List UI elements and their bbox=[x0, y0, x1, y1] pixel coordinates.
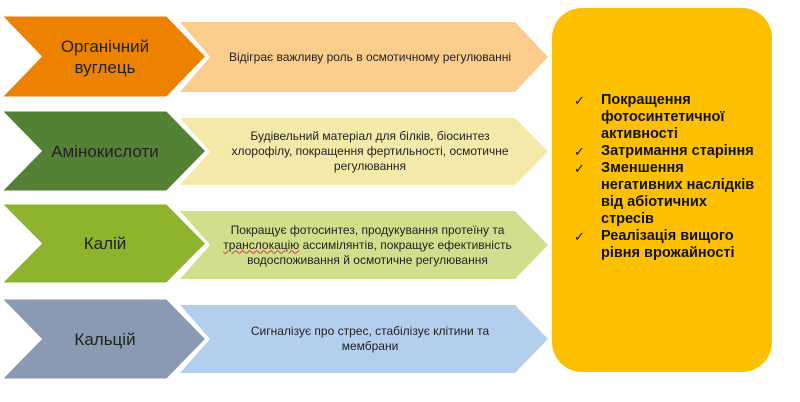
check-icon: ✓ bbox=[574, 229, 585, 244]
result-item-text: Зменшення негативних наслідків від абіот… bbox=[601, 160, 755, 227]
description-chevron-calcium bbox=[180, 305, 548, 373]
description-potassium: Покращує фотосинтез, продукування протеї… bbox=[215, 211, 520, 279]
check-icon: ✓ bbox=[574, 93, 585, 108]
result-item: ✓ Покращення фотосинтетичної активності bbox=[574, 92, 762, 143]
description-calcium: Сигналізує про стрес, стабілізує клітини… bbox=[250, 324, 490, 353]
result-item: ✓ Затримання старіння bbox=[574, 143, 762, 160]
result-item: ✓ Зменшення негативних наслідків від абіо… bbox=[574, 160, 762, 228]
result-item-text: Покращення фотосинтетичної активності bbox=[601, 92, 725, 142]
source-chevron-organic-carbon bbox=[0, 13, 210, 100]
result-item-text: Затримання старіння bbox=[601, 143, 754, 159]
description-chevron-potassium bbox=[180, 211, 548, 279]
result-box: ✓ Покращення фотосинтетичної активності ✓… bbox=[552, 8, 772, 372]
result-item-text: Реалізація вищого рівня врожайності bbox=[601, 228, 735, 261]
source-chevron-calcium bbox=[0, 296, 210, 382]
source-label-amino-acids: Амінокислоти bbox=[51, 141, 159, 161]
source-chevron-amino-acids bbox=[0, 108, 210, 194]
source-chevron-potassium bbox=[0, 201, 210, 286]
result-item: ✓ Реалізація вищого рівня врожайності bbox=[574, 228, 762, 262]
description-chevron-amino-acids bbox=[180, 118, 548, 185]
misspelled-word: транслокацію bbox=[223, 237, 300, 252]
description-part: ассимілянтів, покращує ефективність водо… bbox=[247, 237, 512, 267]
check-icon: ✓ bbox=[574, 144, 585, 159]
description-chevron-organic-carbon bbox=[180, 22, 548, 92]
source-label-potassium: Калій bbox=[83, 234, 127, 253]
description-part: Покращує фотосинтез, продукування протеї… bbox=[230, 222, 505, 237]
description-organic-carbon: Відіграє важливу роль в осмотичному регу… bbox=[228, 49, 512, 64]
check-icon: ✓ bbox=[574, 161, 585, 176]
result-list: ✓ Покращення фотосинтетичної активності ✓… bbox=[574, 92, 762, 262]
source-label-organic-carbon: Органічний вуглець bbox=[60, 36, 150, 77]
description-amino-acids: Будівельний матеріал для білків, біосинт… bbox=[231, 129, 509, 173]
source-label-calcium: Кальцій bbox=[74, 329, 136, 349]
